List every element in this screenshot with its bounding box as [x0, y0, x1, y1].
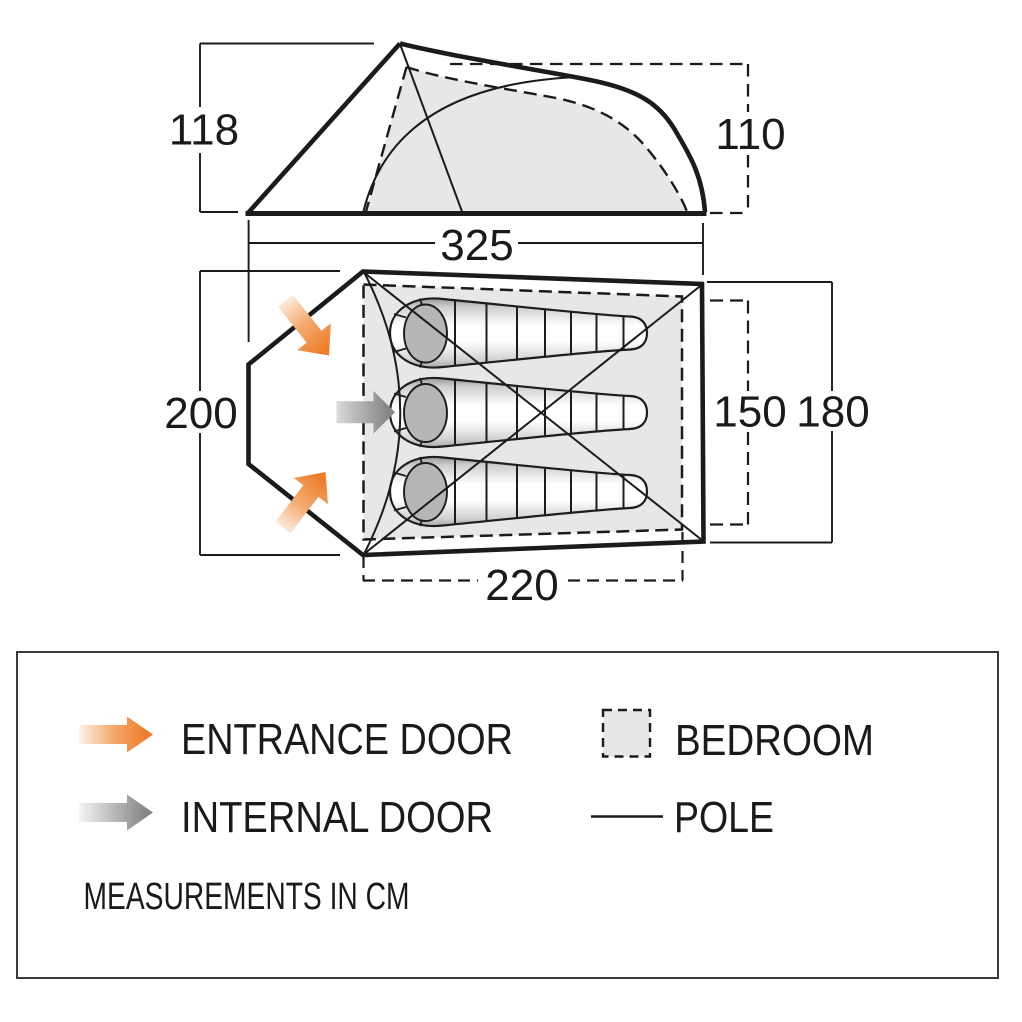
- svg-text:118: 118: [169, 106, 239, 155]
- svg-text:110: 110: [715, 110, 785, 159]
- svg-text:BEDROOM: BEDROOM: [675, 716, 874, 765]
- svg-text:180: 180: [796, 388, 869, 437]
- svg-text:INTERNAL DOOR: INTERNAL DOOR: [181, 793, 493, 842]
- svg-text:POLE: POLE: [674, 793, 774, 842]
- svg-text:220: 220: [485, 561, 558, 610]
- svg-text:325: 325: [440, 221, 513, 270]
- svg-text:150: 150: [713, 388, 786, 437]
- svg-text:ENTRANCE DOOR: ENTRANCE DOOR: [181, 715, 513, 764]
- svg-text:200: 200: [164, 389, 237, 438]
- svg-text:MEASUREMENTS IN CM: MEASUREMENTS IN CM: [84, 876, 410, 918]
